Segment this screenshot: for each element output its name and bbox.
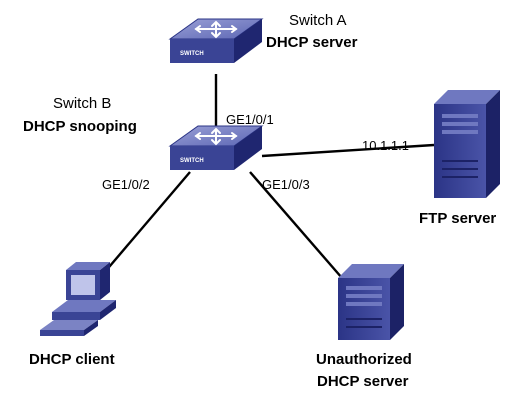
switch-b-badge: SWITCH <box>180 158 204 164</box>
dhcp-client-computer-icon <box>40 262 116 336</box>
switch-a-role: DHCP server <box>266 34 358 51</box>
dhcp-client-label: DHCP client <box>29 351 115 368</box>
switch-b-name: Switch B <box>53 95 112 112</box>
port-ge1-0-1-label: GE1/0/1 <box>226 112 274 127</box>
ftp-server-label: FTP server <box>419 210 497 227</box>
switch-a-name: Switch A <box>289 12 347 29</box>
switch-a-badge: SWITCH <box>180 51 204 57</box>
link-switch-b-dhcp-client <box>97 171 191 281</box>
port-ge1-0-2-label: GE1/0/2 <box>102 177 150 192</box>
unauthorized-server-icon <box>338 264 404 340</box>
switch-a-icon: SWITCH <box>168 18 264 63</box>
unauthorized-server-label-line2: DHCP server <box>317 373 409 390</box>
port-ge1-0-3-label: GE1/0/3 <box>262 177 310 192</box>
ftp-server-icon <box>434 90 500 198</box>
switch-b-role: DHCP snooping <box>23 118 137 135</box>
link-switch-b-ftp-server <box>261 143 435 158</box>
unauthorized-server-label-line1: Unauthorized <box>316 351 412 368</box>
ftp-server-ip-label: 10.1.1.1 <box>362 138 409 153</box>
switch-b-icon: SWITCH <box>168 125 264 170</box>
link-switch-b-unauthorized-server <box>249 171 343 279</box>
